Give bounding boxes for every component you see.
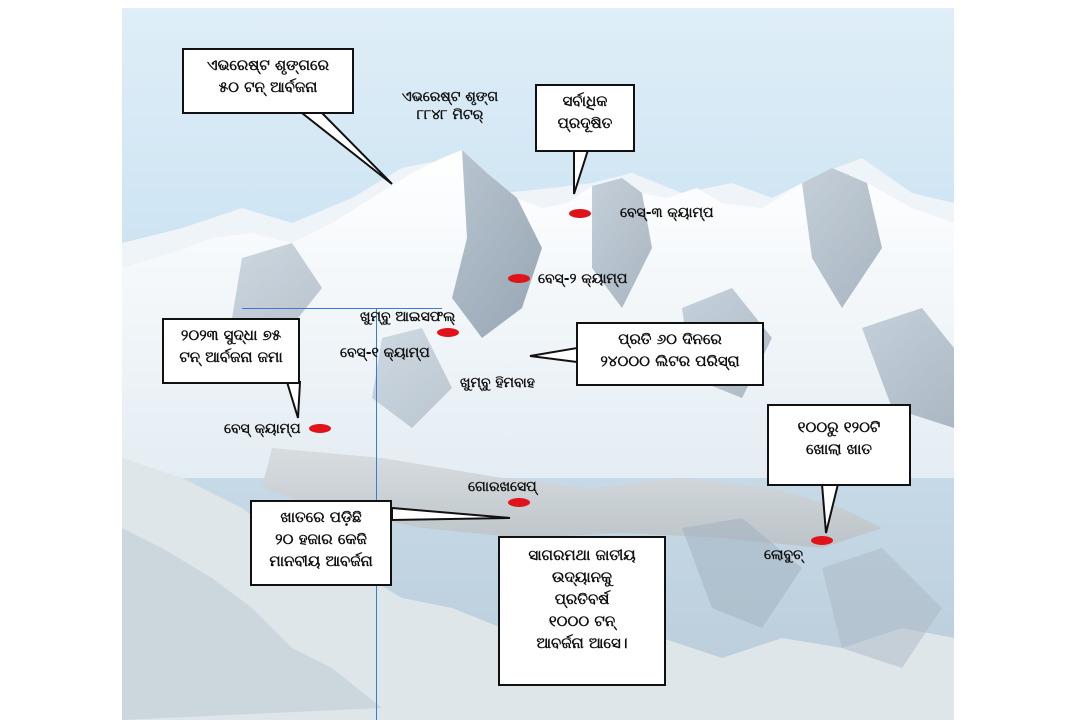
label-base-camp-1: ବେସ୍-୧ କ୍ୟାମ୍ପ xyxy=(340,345,430,361)
callout-line: ଏଭରେଷ୍ଟ ଶୃଙ୍ଗରେ xyxy=(207,56,329,74)
mountain-terrain xyxy=(122,150,954,720)
callout-line: ମାନବୀୟ ଆବର୍ଜନା xyxy=(269,552,373,570)
callout-sagarmatha: ସାଗରମଥା ଜାତୀୟ ଉଦ୍ୟାନକୁ ପ୍ରତିବର୍ଷ ୧୦୦୦ ଟନ… xyxy=(498,536,666,686)
label-base-camp: ବେସ୍ କ୍ୟାମ୍ପ xyxy=(224,421,301,437)
marker-khumbu-icefall xyxy=(437,328,459,337)
callout-line: ଉଦ୍ୟାନକୁ xyxy=(551,568,613,586)
marker-lobuche xyxy=(811,536,833,545)
callout-line: ପ୍ରତିବର୍ଷ xyxy=(554,590,610,608)
label-khumbu-glacier: ଖୁମ୍ବୁ ହିମବାହ xyxy=(460,375,535,391)
callout-line: ୧୦୦ରୁ ୧୨୦ଟି xyxy=(797,418,881,436)
callout-line: ୨୦୨୩ ସୁଦ୍ଧା ୭୫ xyxy=(180,326,282,344)
callout-line: ଟନ୍ ଆର୍ବଜନା ଜମା xyxy=(179,348,283,366)
label-lobuche: ଲୋବୁଚ୍ xyxy=(764,547,803,563)
label-summit: ଏଭରେଷ୍ଟ ଶୃଙ୍ଗ ୮୮୪୮ ମିଟର୍ xyxy=(390,88,510,124)
marker-base-camp xyxy=(309,424,331,433)
label-base-camp-3: ବେସ୍-୩ କ୍ୟାମ୍ପ xyxy=(620,205,714,221)
summit-height: ୮୮୪୮ ମିଟର୍ xyxy=(416,107,484,123)
label-base-camp-2: ବେସ୍-୨ କ୍ୟାମ୍ପ xyxy=(538,271,628,287)
callout-open-pits: ୧୦୦ରୁ ୧୨୦ଟି ଖୋଲା ଖାତ xyxy=(767,404,911,486)
callout-line: ଖୋଲା ଖାତ xyxy=(805,440,873,458)
callout-line: ଖାତରେ ପଡ଼ିଛି xyxy=(280,508,362,526)
callout-line: ସାଗରମଥା ଜାତୀୟ xyxy=(528,546,636,564)
label-gorakshep: ଗୋରଖସେପ୍ xyxy=(468,479,537,495)
callout-line: ୫୦ ଟନ୍ ଆର୍ବଜନା xyxy=(218,78,318,96)
callout-line: ପ୍ରତି ୬୦ ଦିନରେ xyxy=(618,330,722,348)
everest-map: ଏଭରେଷ୍ଟ ଶୃଙ୍ଗରେ ୫୦ ଟନ୍ ଆର୍ବଜନା ସର୍ବାଧିକ … xyxy=(122,8,954,720)
callout-line: ସର୍ବାଧିକ xyxy=(562,92,608,110)
marker-base-camp-3 xyxy=(569,209,591,218)
callout-urine-every-60-days: ପ୍ରତି ୬୦ ଦିନରେ ୨୪୦୦୦ ଲିଟର ପରିସ୍ରା xyxy=(576,322,764,386)
callout-line: ଆବର୍ଜନା ଆସେ। xyxy=(536,634,628,652)
callout-most-polluted: ସର୍ବାଧିକ ପ୍ରଦୂଷିତ xyxy=(535,84,635,152)
summit-name: ଏଭରେଷ୍ଟ ଶୃଙ୍ଗ xyxy=(401,89,499,105)
callout-human-waste-pits: ଖାତରେ ପଡ଼ିଛି ୨୦ ହଜାର କେଜି ମାନବୀୟ ଆବର୍ଜନା xyxy=(250,500,392,586)
callout-everest-waste: ଏଭରେଷ୍ଟ ଶୃଙ୍ଗରେ ୫୦ ଟନ୍ ଆର୍ବଜନା xyxy=(182,48,354,114)
guide-line-horizontal xyxy=(242,308,442,309)
callout-line: ୨୦ ହଜାର କେଜି xyxy=(275,530,367,548)
label-khumbu-icefall: ଖୁମ୍ବୁ ଆଇସଫଲ୍ xyxy=(360,309,456,325)
marker-gorakshep xyxy=(508,498,530,507)
callout-line: ପ୍ରଦୂଷିତ xyxy=(557,114,613,132)
callout-pointers xyxy=(285,112,840,534)
marker-base-camp-2 xyxy=(508,274,530,283)
callout-line: ୨୪୦୦୦ ଲିଟର ପରିସ୍ରା xyxy=(600,352,740,370)
callout-line: ୧୦୦୦ ଟନ୍ xyxy=(548,612,616,630)
callout-waste-2023: ୨୦୨୩ ସୁଦ୍ଧା ୭୫ ଟନ୍ ଆର୍ବଜନା ଜମା xyxy=(162,318,300,384)
